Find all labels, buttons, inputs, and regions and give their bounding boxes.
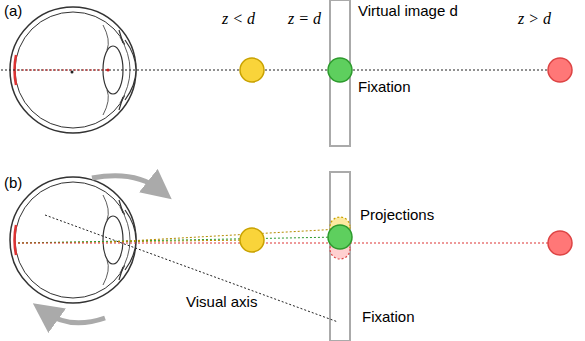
fixation-label: Fixation — [362, 308, 415, 326]
projection-label: Projections — [360, 206, 434, 224]
image-label: Virtual image d — [358, 2, 458, 20]
fixation-label: Fixation — [358, 78, 411, 96]
panel-label: (b) — [4, 174, 22, 192]
depth-label: z < d — [222, 10, 255, 28]
depth-label: z = d — [288, 10, 321, 28]
panel-label: (a) — [4, 2, 22, 20]
depth-label: z > d — [518, 10, 551, 28]
axis-label: Visual axis — [186, 293, 257, 311]
